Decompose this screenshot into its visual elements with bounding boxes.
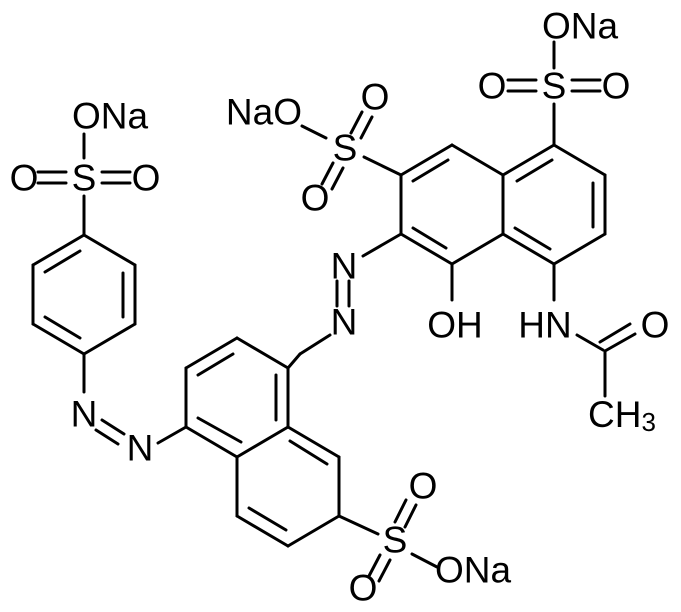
hydroxyl-group: OH: [427, 262, 483, 346]
sulfur-atom-bottom: S: [383, 520, 408, 561]
nitrogen-atom-azo-upper: N: [331, 246, 358, 287]
sodium-oxide-label-left: ONa: [72, 96, 149, 137]
sulfur-atom-top: S: [542, 66, 567, 107]
nh-label: HN: [518, 305, 571, 346]
oxygen-atom-carbonyl: O: [641, 305, 670, 346]
sulfonate-group-top: S ONa O O: [478, 6, 631, 147]
oxygen-atom-bottom-down: O: [349, 568, 378, 609]
nitrogen-atom-azo2-upper: N: [71, 394, 98, 435]
sulfonate-group-bottom: S O O ONa: [337, 466, 512, 609]
azo-linkage-upper: N N: [298, 232, 403, 356]
nitrogen-atom-azo-lower: N: [331, 302, 358, 343]
sulfonate-group-left: S ONa O O: [10, 96, 161, 237]
oxygen-atom-left-left: O: [10, 158, 39, 199]
oxygen-atom-top-left: O: [478, 66, 507, 107]
sodium-oxide-label-middle: NaO: [226, 92, 302, 133]
hydroxyl-label: OH: [427, 305, 483, 346]
methyl-label: CH3: [588, 394, 656, 438]
oxygen-atom-middle-up: O: [361, 77, 390, 118]
sulfur-atom-left: S: [72, 158, 97, 199]
sodium-oxide-label-top: ONa: [542, 6, 619, 47]
oxygen-atom-top-right: O: [602, 66, 631, 107]
sulfonate-group-middle: S NaO O O: [226, 77, 403, 219]
oxygen-atom-bottom-up: O: [409, 466, 438, 507]
sulfur-atom-middle: S: [333, 128, 358, 169]
naphthalene-ring-b: [184, 336, 341, 548]
acetamido-group: HN O CH3: [518, 262, 670, 438]
nitrogen-atom-azo2-lower: N: [127, 428, 154, 469]
oxygen-atom-left-right: O: [132, 158, 161, 199]
sodium-oxide-label-bottom: ONa: [435, 550, 512, 591]
azo-linkage-lower: N N: [71, 352, 188, 469]
naphthalene-ring-a: [399, 143, 607, 266]
oxygen-atom-middle-down: O: [301, 178, 330, 219]
benzene-ring: [31, 233, 137, 356]
